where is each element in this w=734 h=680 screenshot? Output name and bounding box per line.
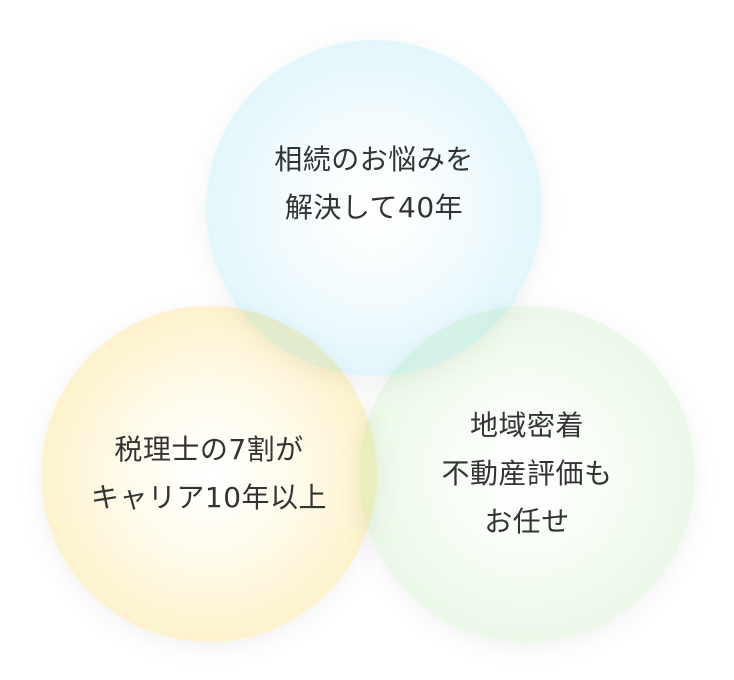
bubble-experience-text: 相続のお悩みを 解決して40年 bbox=[206, 16, 542, 352]
bubble-line: 不動産評価も bbox=[441, 457, 613, 490]
bubble-local-real-estate bbox=[359, 306, 695, 642]
bubble-tax-accountants bbox=[41, 306, 377, 642]
bubble-line: キャリア10年以上 bbox=[90, 481, 328, 514]
bubble-line: 相続のお悩みを bbox=[274, 143, 474, 176]
bubble-tax-accountants-text: 税理士の7割が キャリア10年以上 bbox=[41, 306, 377, 642]
bubble-line: 解決して40年 bbox=[284, 191, 464, 224]
bubble-line: 地域密着 bbox=[469, 409, 584, 442]
bubble-line: 税理士の7割が bbox=[114, 433, 304, 466]
bubble-local-real-estate-text: 地域密着 不動産評価も お任せ bbox=[359, 306, 695, 642]
bubble-line: お任せ bbox=[484, 505, 570, 538]
